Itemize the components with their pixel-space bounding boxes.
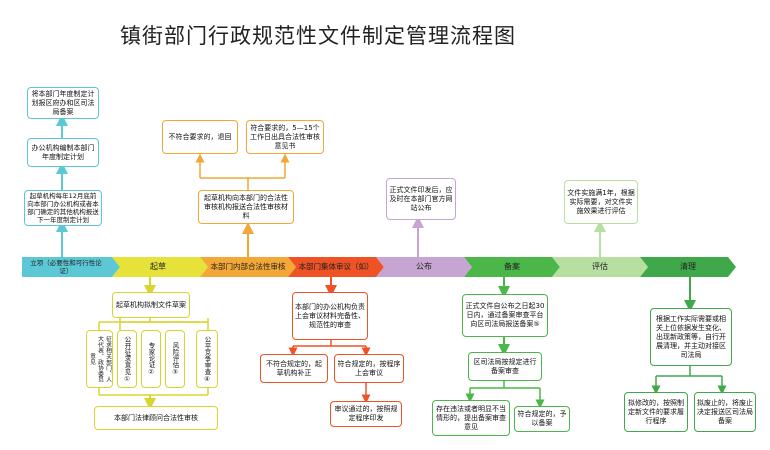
qicao-sub-opinions: 征求相关部门、人大代表、政协委员意见	[86, 330, 113, 388]
qicao-sub-risk: 风险评估③	[165, 330, 185, 388]
stage-shape-pinggu	[552, 257, 648, 277]
stage-shape-qingli	[640, 257, 736, 277]
beian-submit-box: 正式文件自公布之日起30日内，通过备案审查平台向区司法局报送备案⑤	[462, 294, 548, 337]
shenyi-reject-box: 不符合规定的，起草机构补正	[260, 354, 328, 383]
lixiang-submit-box: 起草机构每年12月底前向本部门办公机构或者本部门确定的其他机构报送下一年度制定计…	[24, 190, 102, 226]
stage-shape-gongbu	[376, 257, 472, 277]
qicao-sub-competition: 公平竞争审查④	[196, 330, 218, 388]
stage-qicao: 起草	[150, 262, 166, 271]
page-title: 镇街部门行政规范性文件制定管理流程图	[120, 24, 516, 48]
shenyi-issue-box: 审议通过的，按照规定程序印发	[330, 401, 402, 427]
shenhe-reject-box: 不符合要求的，退回	[162, 120, 238, 154]
beian-opinion-box: 存在违法或者明显不当情形的，提出备案审查意见	[432, 400, 510, 436]
stage-shape-shenyi	[288, 257, 384, 277]
beian-accept-box: 符合规定的，予以备案	[514, 406, 570, 432]
beian-review-box: 区司法局按规定进行备案审查	[468, 352, 542, 381]
stage-qingli: 清理	[680, 262, 696, 271]
stage-shape-qicao	[112, 257, 208, 277]
stage-pinggu: 评估	[592, 262, 608, 271]
stage-shape-lixiang	[22, 257, 120, 277]
pinggu-evaluate-box: 文件实施满1年，根据实际需要，对文件实施效果进行评估	[564, 180, 638, 224]
qicao-legal-box: 本部门法律顾问合法性审核	[94, 406, 218, 430]
qingli-cleanup-box: 根据工作实际需要或相关上位依据发生变化、出现新政策等，自行开展清理，并主动对接区…	[650, 308, 732, 366]
shenyi-approve-box: 符合规定的，按程序上会审议	[334, 354, 404, 383]
stage-shape-beian	[464, 257, 560, 277]
shenhe-approve-box: 符合要求的，5—15个工作日出具合法性审核意见书	[246, 120, 324, 154]
qingli-repeal-box: 拟废止的，将废止决定报送区司法局备案	[694, 392, 756, 432]
gongbu-publish-box: 正式文件印发后，应及时在本部门官方网站公布	[386, 178, 456, 220]
lixiang-plan-box: 办公机构编制本部门年度制定计划	[27, 138, 99, 167]
stage-lixiang: 立项（必要性和可行性论证）	[30, 259, 102, 275]
qicao-sub-expert: 专家论证②	[141, 330, 161, 388]
shenhe-submit-box: 起草机构向本部门的合法性审核机构报送合法性审核材料	[198, 190, 294, 224]
qicao-sub-public: 公开征求意见①	[117, 330, 137, 388]
stage-shenhe: 本部门内部合法性审核	[210, 262, 286, 271]
shenyi-review-box: 本部门的办公机构负责上会审议材料完备性、规范性的审查	[292, 292, 368, 340]
stage-shape-shenhe	[200, 257, 296, 277]
lixiang-report-box: 将本部门年度制定计划报区府办和区司法局备案	[27, 87, 99, 119]
qingli-revise-box: 拟修改的，按照制定新文件的要求履行程序	[624, 392, 688, 432]
stage-beian: 备案	[504, 262, 520, 271]
stage-gongbu: 公布	[416, 262, 432, 271]
qicao-draft-box: 起草机构拟制文件草案	[112, 292, 190, 318]
stage-shenyi: 本部门集体审议（如）	[298, 262, 374, 271]
